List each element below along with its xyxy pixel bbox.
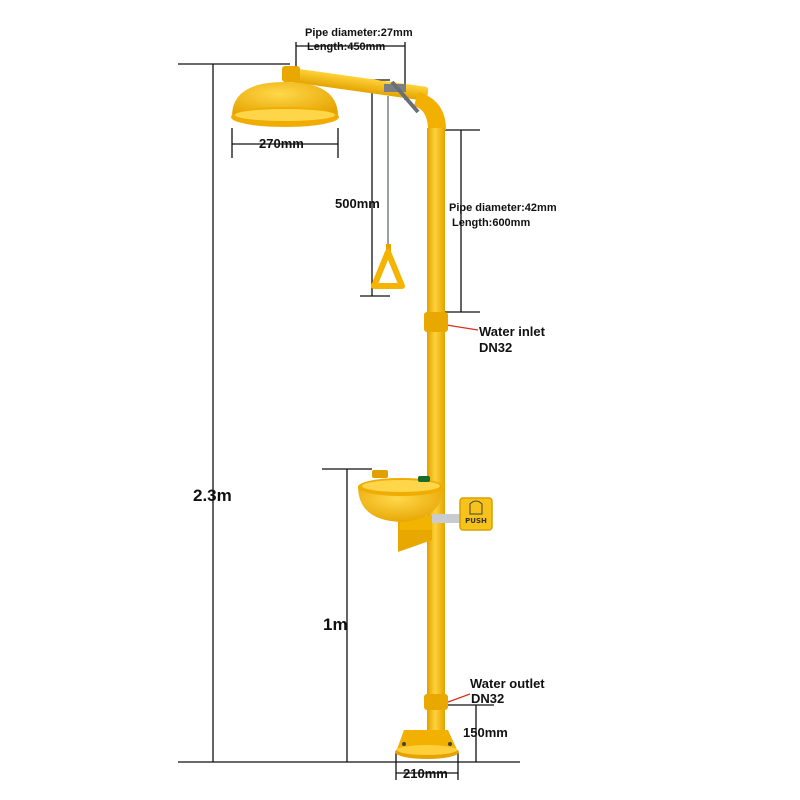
dimension-lines [178, 42, 520, 780]
vertical-pipe-diameter-label: Pipe diameter:42mm [449, 202, 557, 214]
water-outlet-fitting [424, 694, 448, 710]
pull-rod [371, 96, 405, 289]
water-inlet-fitting [424, 312, 448, 332]
pull-rod-length-label: 500mm [335, 196, 380, 211]
eyewash-assembly: PUSH [358, 470, 493, 552]
top-pipe [282, 66, 446, 130]
water-inlet-size: DN32 [479, 340, 513, 355]
eyewash-height-label: 1m [323, 615, 348, 634]
top-pipe-diameter-label: Pipe diameter:27mm [305, 27, 413, 39]
shower-head-width-label: 270mm [259, 136, 304, 151]
water-outlet-label: Water outlet [470, 676, 545, 691]
shower-valve-bracket [384, 80, 420, 114]
vertical-pipe-length-label: Length:600mm [452, 217, 531, 229]
floor-base [395, 730, 459, 759]
main-vertical-pipe [424, 128, 448, 733]
base-width-label: 210mm [403, 766, 448, 781]
base-height-label: 150mm [463, 725, 508, 740]
push-plate-text: PUSH [465, 517, 487, 525]
total-height-label: 2.3m [193, 486, 232, 505]
water-outlet-size: DN32 [471, 691, 505, 706]
shower-head [231, 82, 339, 127]
water-inlet-label: Water inlet [479, 324, 545, 339]
top-pipe-length-label: Length:450mm [307, 41, 386, 53]
pull-handle-triangle [371, 249, 405, 289]
